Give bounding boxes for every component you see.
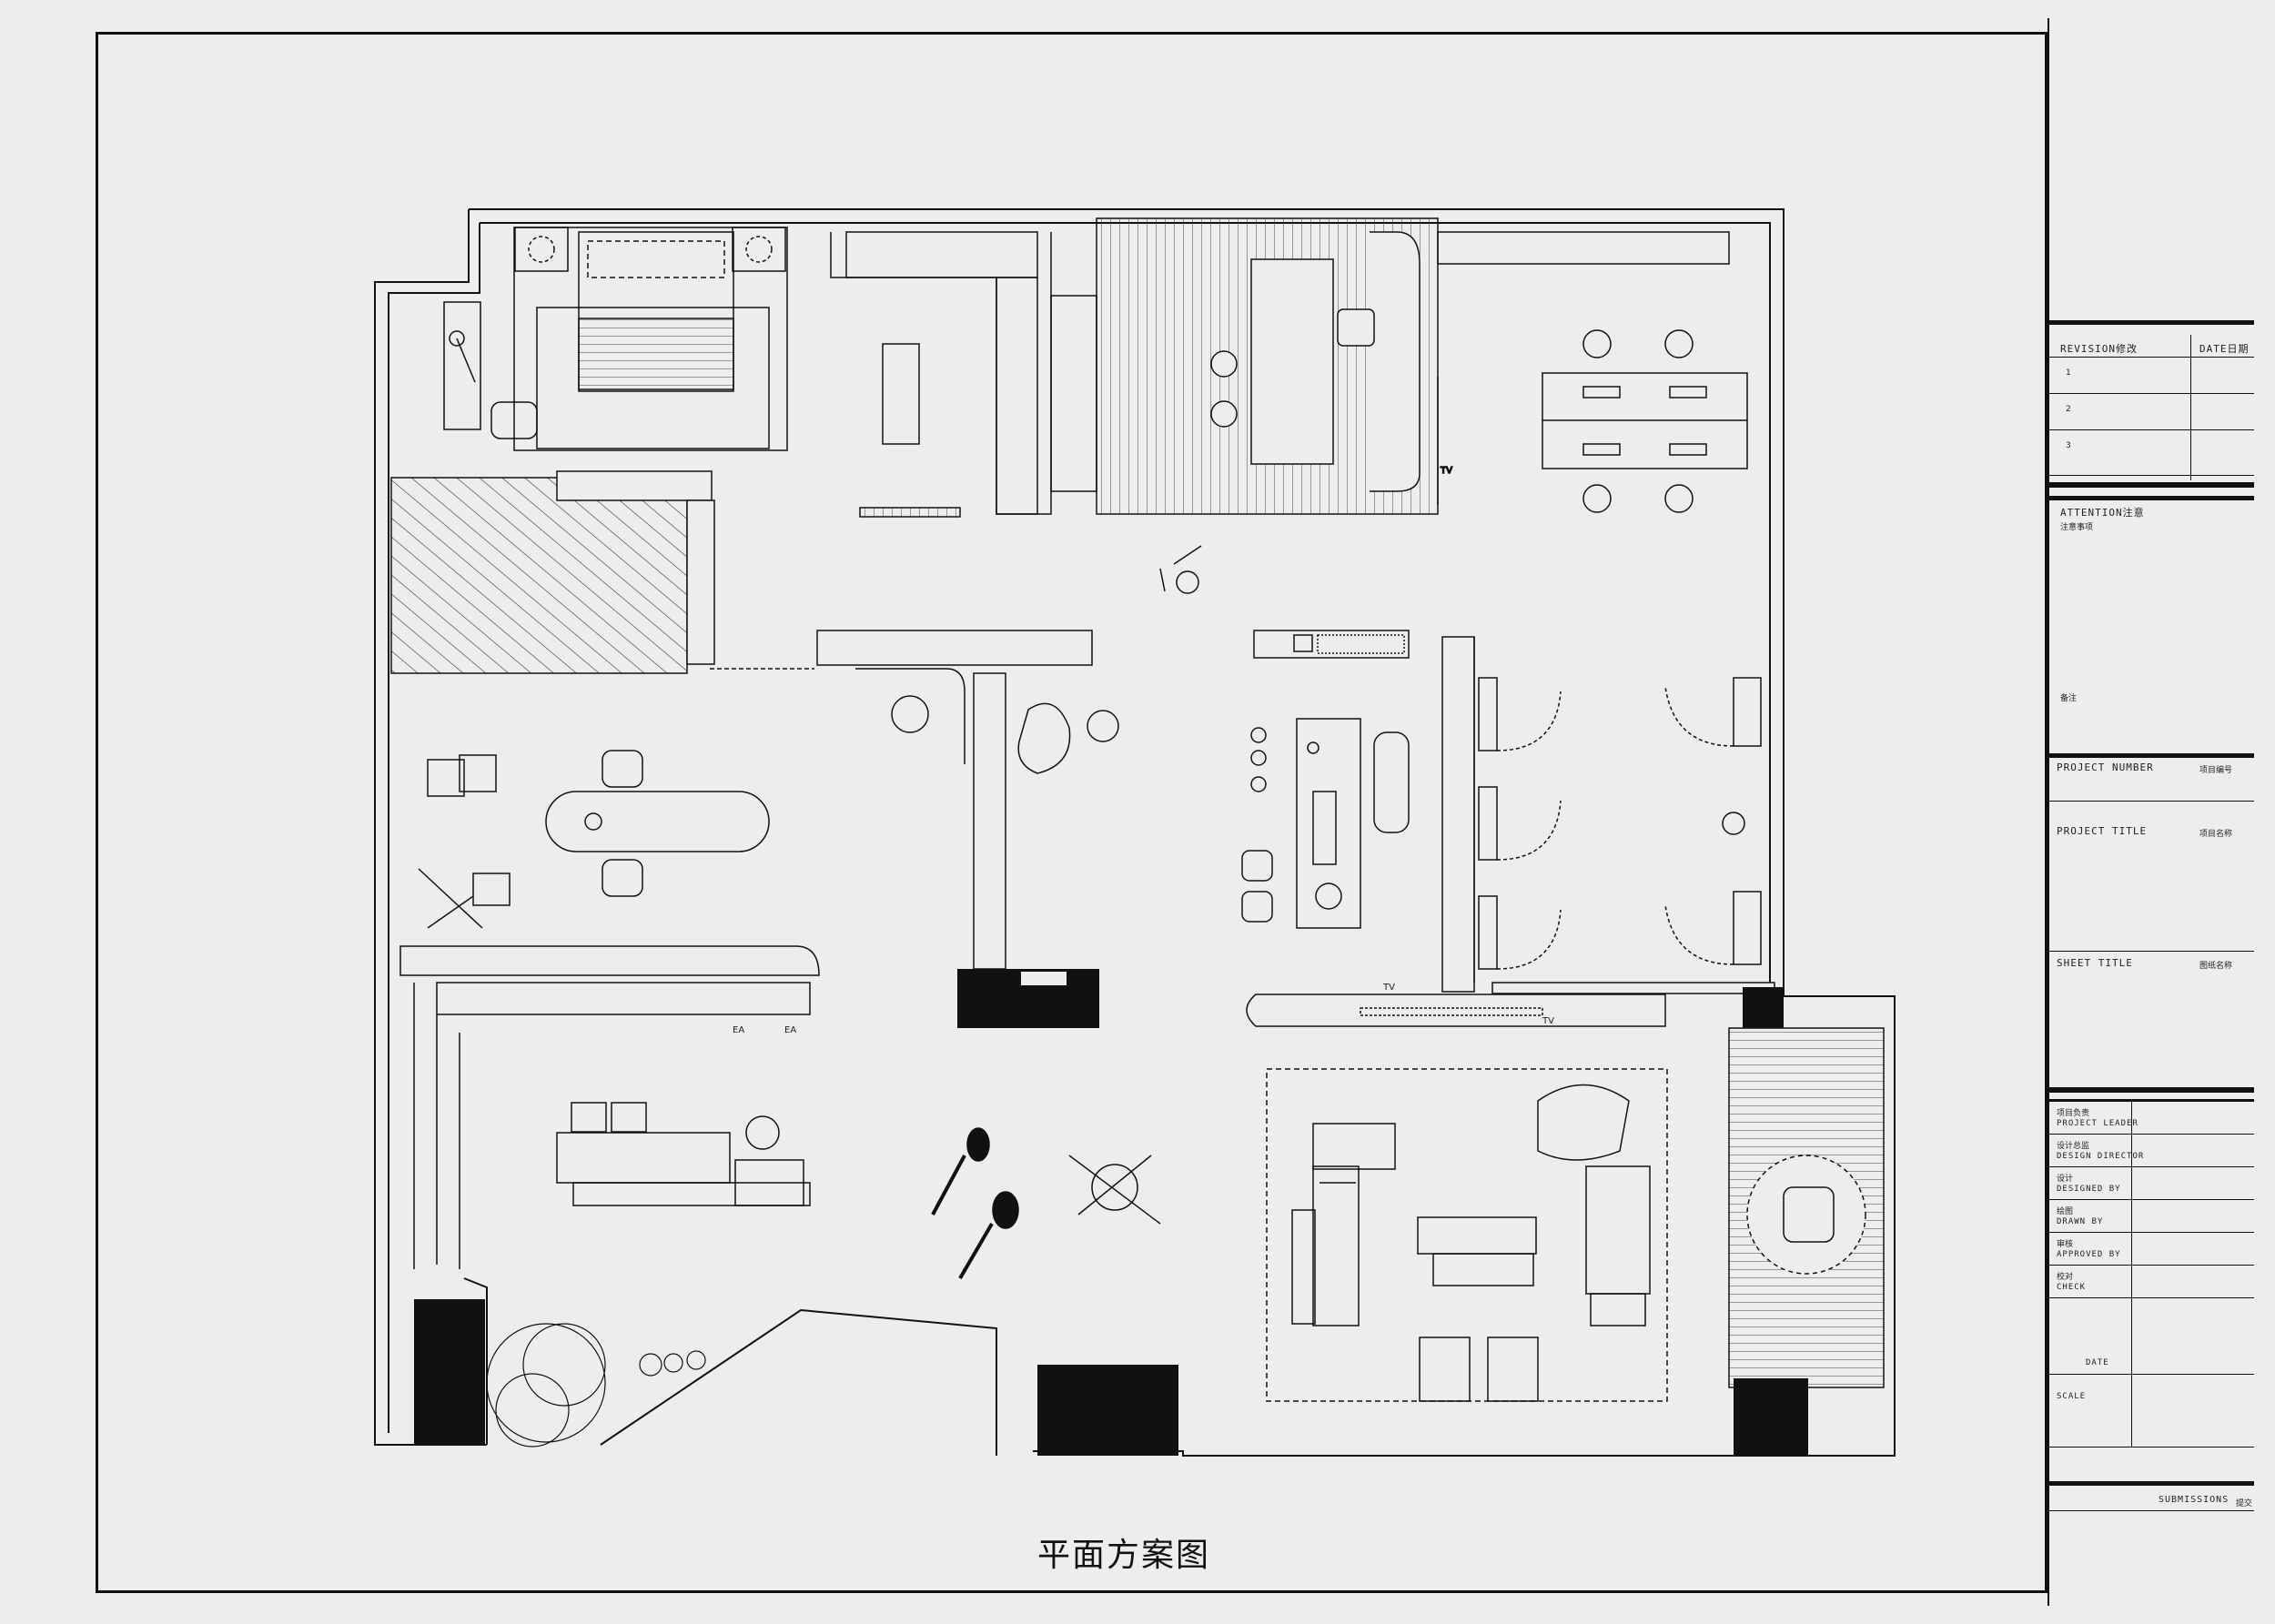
project-title-label: PROJECT TITLE bbox=[2057, 825, 2148, 837]
signoff-cn-2: 设计总监 bbox=[2057, 1142, 2090, 1151]
submissions-label: SUBMISSIONS bbox=[2159, 1495, 2230, 1505]
sheet-title-label: SHEET TITLE bbox=[2057, 957, 2133, 969]
bathrooms bbox=[1473, 637, 1775, 994]
study-tv-label: TV bbox=[1440, 466, 1452, 476]
central-cabinet bbox=[816, 630, 1119, 970]
project-number-label: PROJECT NUMBER bbox=[2057, 762, 2154, 773]
revision-mark-2: 2 bbox=[2066, 405, 2071, 414]
bedroom bbox=[443, 227, 788, 451]
project-title-cn: 项目名称 bbox=[2199, 830, 2233, 839]
ea-label-2: EA bbox=[784, 1025, 796, 1035]
signoff-en-3: DESIGNED BY bbox=[2057, 1185, 2121, 1194]
signoff-en-1: PROJECT LEADER bbox=[2057, 1119, 2138, 1128]
black-column-deck bbox=[1734, 1378, 1808, 1456]
drawing-frame bbox=[96, 32, 2048, 1593]
console-tv-label: TV bbox=[1542, 1016, 1554, 1026]
dining-area bbox=[418, 750, 770, 929]
signoff-en-4: DRAWN BY bbox=[2057, 1217, 2104, 1226]
study: TV bbox=[1096, 217, 1453, 515]
signoff-en-2: DESIGN DIRECTOR bbox=[2057, 1152, 2145, 1161]
kitchen-island bbox=[1241, 630, 1475, 993]
date-column-label: DATE日期 bbox=[2199, 343, 2250, 355]
office bbox=[1437, 231, 1748, 513]
revision-label: REVISION修改 bbox=[2060, 343, 2138, 355]
attention-label: ATTENTION注意 bbox=[2060, 507, 2145, 519]
sheet-title-cn: 图纸名称 bbox=[2199, 962, 2233, 971]
tv-console: TV TV bbox=[1246, 983, 1666, 1027]
signoff-cn-4: 绘图 bbox=[2057, 1207, 2074, 1216]
living-tv-label: TV bbox=[1382, 983, 1395, 993]
signoff-en-6: CHECK bbox=[2057, 1283, 2087, 1292]
figures-solid bbox=[931, 1127, 1019, 1280]
hatched-room bbox=[390, 470, 814, 674]
figures bbox=[1068, 545, 1202, 1225]
revision-mark-1: 1 bbox=[2066, 368, 2071, 378]
kitchen: EA EA bbox=[399, 945, 820, 1269]
attention-note: 备注 bbox=[2060, 694, 2078, 703]
closet bbox=[830, 231, 1097, 518]
scale-label: SCALE bbox=[2057, 1392, 2087, 1401]
exterior-walls bbox=[374, 208, 1896, 1457]
signoff-cn-3: 设计 bbox=[2057, 1175, 2074, 1184]
signoff-cn-5: 审核 bbox=[2057, 1240, 2074, 1249]
deck bbox=[1728, 1027, 1885, 1388]
black-column-entry bbox=[1037, 1365, 1178, 1456]
attention-cn: 注意事项 bbox=[2060, 523, 2094, 532]
signoff-cn-6: 校对 bbox=[2057, 1273, 2074, 1282]
date-label: DATE bbox=[2086, 1358, 2109, 1367]
signoff-cn-1: 项目负责 bbox=[2057, 1109, 2090, 1118]
black-column-right bbox=[1743, 987, 1784, 1028]
garden-tree bbox=[486, 1323, 706, 1447]
signoff-en-5: APPROVED BY bbox=[2057, 1250, 2121, 1259]
project-number-cn: 项目编号 bbox=[2199, 766, 2233, 775]
living-room bbox=[1266, 1068, 1668, 1402]
black-column-garden bbox=[414, 1299, 485, 1445]
title-block: REVISION修改 DATE日期 1 2 3 ATTENTION注意 注意事项… bbox=[2048, 18, 2257, 1606]
plan-title: 平面方案图 bbox=[1037, 1537, 1211, 1574]
revision-mark-3: 3 bbox=[2066, 441, 2071, 450]
ea-label-1: EA bbox=[733, 1025, 744, 1035]
submissions-cn: 提交 bbox=[2236, 1499, 2253, 1508]
column-notch bbox=[1021, 972, 1067, 985]
